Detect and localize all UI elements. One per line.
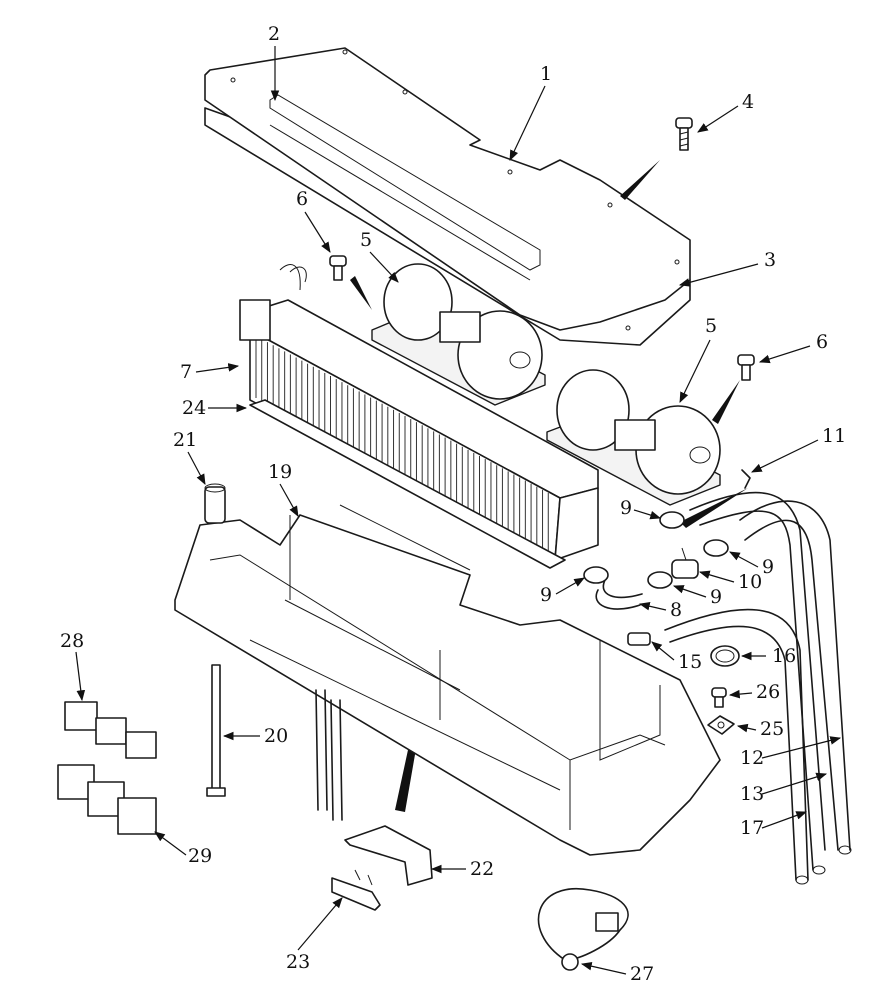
- resistor-part-23: [331, 869, 381, 911]
- leader-7: [195, 363, 240, 373]
- relay-parts-29: [57, 764, 157, 835]
- leader-19: [279, 483, 299, 517]
- callout-25: 25: [760, 718, 784, 740]
- callout-23: 23: [286, 951, 310, 973]
- callout-13: 13: [740, 783, 764, 805]
- seal-strip-part-24: [249, 399, 566, 569]
- leader-9b: [729, 551, 759, 568]
- screw-part-26: [711, 687, 727, 708]
- callout-27: 27: [630, 963, 654, 985]
- bracket-part-22: [344, 825, 433, 886]
- leader-10: [698, 570, 735, 583]
- screw-part-4: [675, 117, 693, 151]
- clamp-parts-9: [583, 511, 729, 589]
- callout-9c: 9: [540, 584, 552, 606]
- leader-27: [580, 961, 627, 975]
- leader-28: [75, 651, 86, 702]
- fitting-part-15: [627, 632, 651, 646]
- leader-13: [761, 772, 828, 795]
- callout-19: 19: [268, 461, 292, 483]
- hose-parts: [664, 491, 852, 885]
- callout-29: 29: [188, 845, 212, 867]
- leader-11: [751, 439, 819, 473]
- leader-6a: [304, 211, 331, 253]
- hose-part-8: [595, 579, 643, 610]
- callout-24: 24: [182, 397, 206, 419]
- nut-plate-part-25: [707, 715, 735, 735]
- long-bolt-part-20: [206, 664, 226, 797]
- top-cover-part: [204, 47, 691, 346]
- spacer-part-21: [204, 483, 226, 524]
- leader-8: [638, 601, 667, 611]
- clamp-part-16: [710, 645, 740, 667]
- callout-9d: 9: [710, 586, 722, 608]
- callout-10: 10: [738, 571, 762, 593]
- heater-core-part-7: [239, 264, 599, 561]
- blower-motor-part-5b: [546, 369, 721, 506]
- callout-6a: 6: [296, 188, 308, 210]
- leader-5a: [369, 251, 399, 283]
- callout-21: 21: [173, 429, 197, 451]
- callout-6b: 6: [816, 331, 828, 353]
- callout-4: 4: [742, 91, 754, 113]
- leader-29: [154, 831, 187, 856]
- leader-9c: [555, 577, 585, 595]
- leader-17: [761, 811, 808, 829]
- clip-part-11: [741, 469, 751, 489]
- callout-8: 8: [670, 599, 682, 621]
- callout-2: 2: [268, 23, 280, 45]
- callout-17: 17: [740, 817, 764, 839]
- leader-9d: [672, 585, 707, 598]
- callout-12: 12: [740, 747, 764, 769]
- leader-12: [761, 736, 842, 759]
- drain-tubes: [315, 689, 343, 821]
- callout-5a: 5: [360, 229, 372, 251]
- callout-28: 28: [60, 630, 84, 652]
- callout-16: 16: [772, 645, 796, 667]
- leader-9a: [633, 509, 662, 520]
- callout-5b: 5: [705, 315, 717, 337]
- leader-6b: [758, 345, 811, 364]
- callout-15: 15: [678, 651, 702, 673]
- callout-26: 26: [756, 681, 780, 703]
- relay-parts-28: [64, 701, 157, 759]
- valve-part-10: [671, 547, 699, 579]
- screw-part-6a: [329, 255, 347, 281]
- leader-1: [509, 85, 546, 161]
- callout-11: 11: [822, 425, 846, 447]
- callout-22: 22: [470, 858, 494, 880]
- leader-21: [187, 451, 206, 485]
- leader-25: [736, 723, 757, 733]
- leader-23: [297, 897, 343, 951]
- leader-4: [697, 105, 739, 133]
- callout-7: 7: [180, 361, 192, 383]
- harness-part-27: [537, 887, 629, 971]
- screw-part-6b: [737, 354, 755, 381]
- leader-5b: [679, 339, 711, 403]
- callout-9b: 9: [762, 556, 774, 578]
- leader-15: [651, 641, 675, 661]
- callout-20: 20: [264, 725, 288, 747]
- callouts: 1 2 3 4 5 5 6 6 7 24 21 19 11: [60, 23, 846, 985]
- callout-1: 1: [540, 63, 552, 85]
- callout-9a: 9: [620, 497, 632, 519]
- leader-26: [728, 689, 753, 699]
- leader-3: [678, 263, 759, 287]
- housing-tray-part-19: [174, 504, 721, 856]
- blower-motor-part-5a: [289, 263, 546, 406]
- callout-3: 3: [764, 249, 776, 271]
